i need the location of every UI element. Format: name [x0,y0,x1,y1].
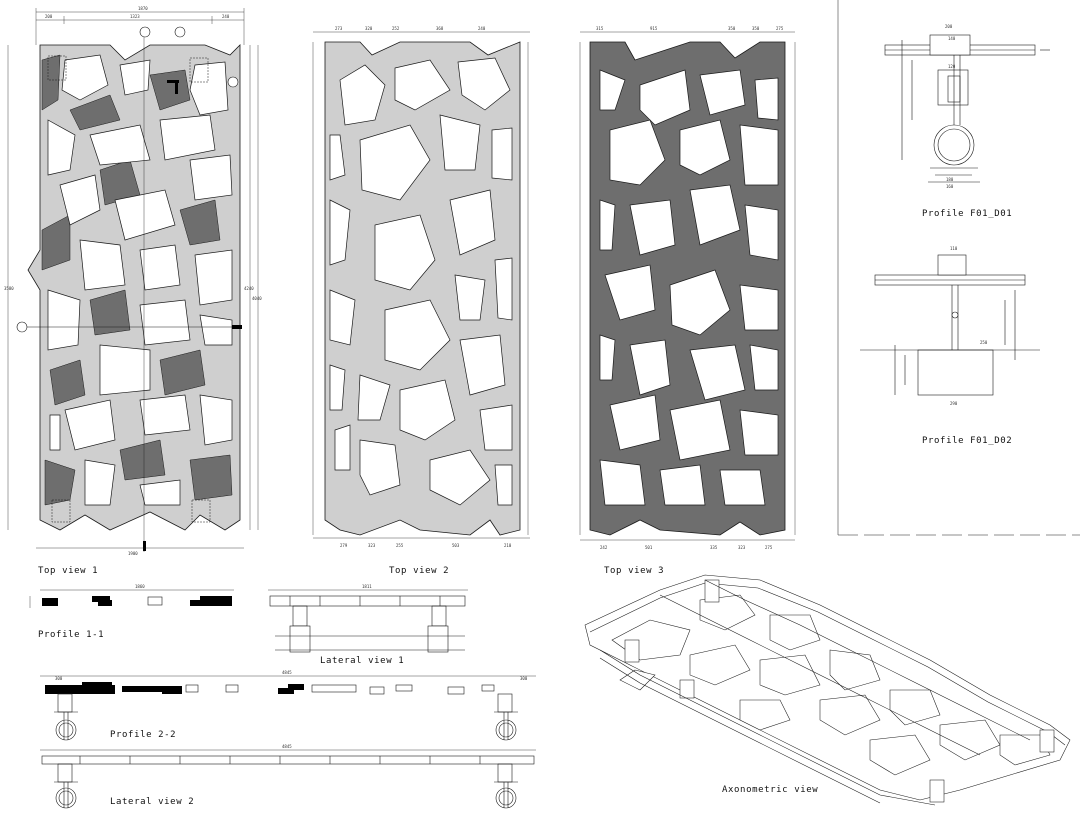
dim-tv3-bottom-1: 242 [600,545,608,550]
caption-profile-1-1: Profile 1-1 [38,630,105,640]
top-view-1-drawing: 1870 200 1323 240 1900 4240 4040 3580 [4,6,262,556]
dim-tv3-top-3: 350 [728,26,736,31]
lateral-view-2-drawing [40,749,536,809]
dim-pf1-top: 200 [945,24,953,29]
top-view-1-dimensions [7,8,259,549]
dim-tv1-left: 3580 [4,286,14,291]
caption-axonometric-view: Axonometric view [722,785,819,795]
section-marker-2 [143,541,146,551]
dim-tv1-top-seg-3: 240 [222,14,230,19]
dim-tv2-bottom-5: 210 [504,543,512,548]
top-view-1-supports [47,55,211,523]
profile-f01-d02-drawing [860,254,1040,396]
dim-tv2-top-5: 240 [478,26,486,31]
caption-profile-f01-d01: Profile F01_D01 [922,209,1013,219]
dim-pf2-top: 110 [950,246,958,251]
dim-tv2-bottom-1: 279 [340,543,348,548]
dim-tv2-bottom-3: 255 [396,543,404,548]
top-view-3-openings [599,69,779,506]
caption-top-view-2: Top view 2 [389,566,450,576]
dim-profile11-width: 1860 [135,584,145,589]
top-view-2-drawing: 273 320 252 368 240 279 323 255 503 210 [312,26,530,548]
dim-tv1-top-seg-2: 1323 [130,14,140,19]
dim-tv3-bottom-5: 275 [765,545,773,550]
profile-1-1-drawing [29,589,234,608]
top-view-1-openings [47,54,233,506]
caption-top-view-1: Top view 1 [38,566,99,576]
callout-circle-top-right [174,26,186,38]
dim-pf1-bottom-b: 160 [946,184,954,189]
dim-tv2-bottom-2: 323 [368,543,376,548]
dim-profile22-width: 4845 [282,670,292,675]
dim-lateral2-width: 4845 [282,744,292,749]
dim-pf1-mid: 140 [948,36,956,41]
caption-profile-f01-d02: Profile F01_D02 [922,436,1013,446]
callout-circle-left [16,321,28,333]
dim-profile22-left: 300 [55,676,63,681]
dim-pf2-mid: 250 [980,340,988,345]
dim-tv3-bottom-3: 335 [710,545,718,550]
dim-tv1-right-b: 4040 [252,296,262,301]
axonometric-view-drawing [584,574,1071,806]
dim-tv3-bottom-2: 501 [645,545,653,550]
dim-tv2-bottom-4: 503 [452,543,460,548]
section-marker-3 [167,80,179,83]
callout-circle-right [227,76,239,88]
dim-tv3-bottom-4: 323 [738,545,746,550]
dim-profile22-right: 300 [520,676,528,681]
dim-tv2-top-1: 273 [335,26,343,31]
top-view-2-openings [329,57,513,506]
dim-tv2-top-4: 368 [436,26,444,31]
dim-tv3-top-5: 275 [776,26,784,31]
dim-tv3-top-2: 915 [650,26,658,31]
top-view-2-dimensions [312,31,530,539]
lateral-view-1-drawing [268,589,468,653]
top-view-3-dimensions [579,31,796,541]
section-callouts [16,26,239,333]
dim-tv1-top-seg-1: 200 [45,14,53,19]
section-marker-4 [175,80,178,94]
section-marker [232,325,242,329]
caption-profile-2-2: Profile 2-2 [110,730,177,740]
dim-tv1-right-a: 4240 [244,286,254,291]
dim-lateral1-width: 1811 [362,584,372,589]
profile-2-2-drawing [40,675,536,741]
dim-tv3-top-4: 350 [752,26,760,31]
top-view-1-dark-surfaces [41,54,233,506]
caption-lateral-view-2: Lateral view 2 [110,797,195,807]
dim-pf1-bottom-a: 180 [946,177,954,182]
dim-tv1-top-total: 1870 [138,6,148,11]
top-view-3-drawing: 315 915 350 350 275 242 501 335 323 275 [579,26,796,550]
dim-tv3-top-1: 315 [596,26,604,31]
dim-pf2-bottom: 290 [950,401,958,406]
dim-tv2-top-3: 252 [392,26,400,31]
profile-f01-d01-drawing [884,34,1050,183]
dim-tv1-bottom: 1900 [128,551,138,556]
dim-pf1-inner: 120 [948,64,956,69]
callout-circle-top [139,26,151,38]
caption-top-view-3: Top view 3 [604,566,665,576]
caption-lateral-view-1: Lateral view 1 [320,656,405,666]
dim-tv2-top-2: 320 [365,26,373,31]
